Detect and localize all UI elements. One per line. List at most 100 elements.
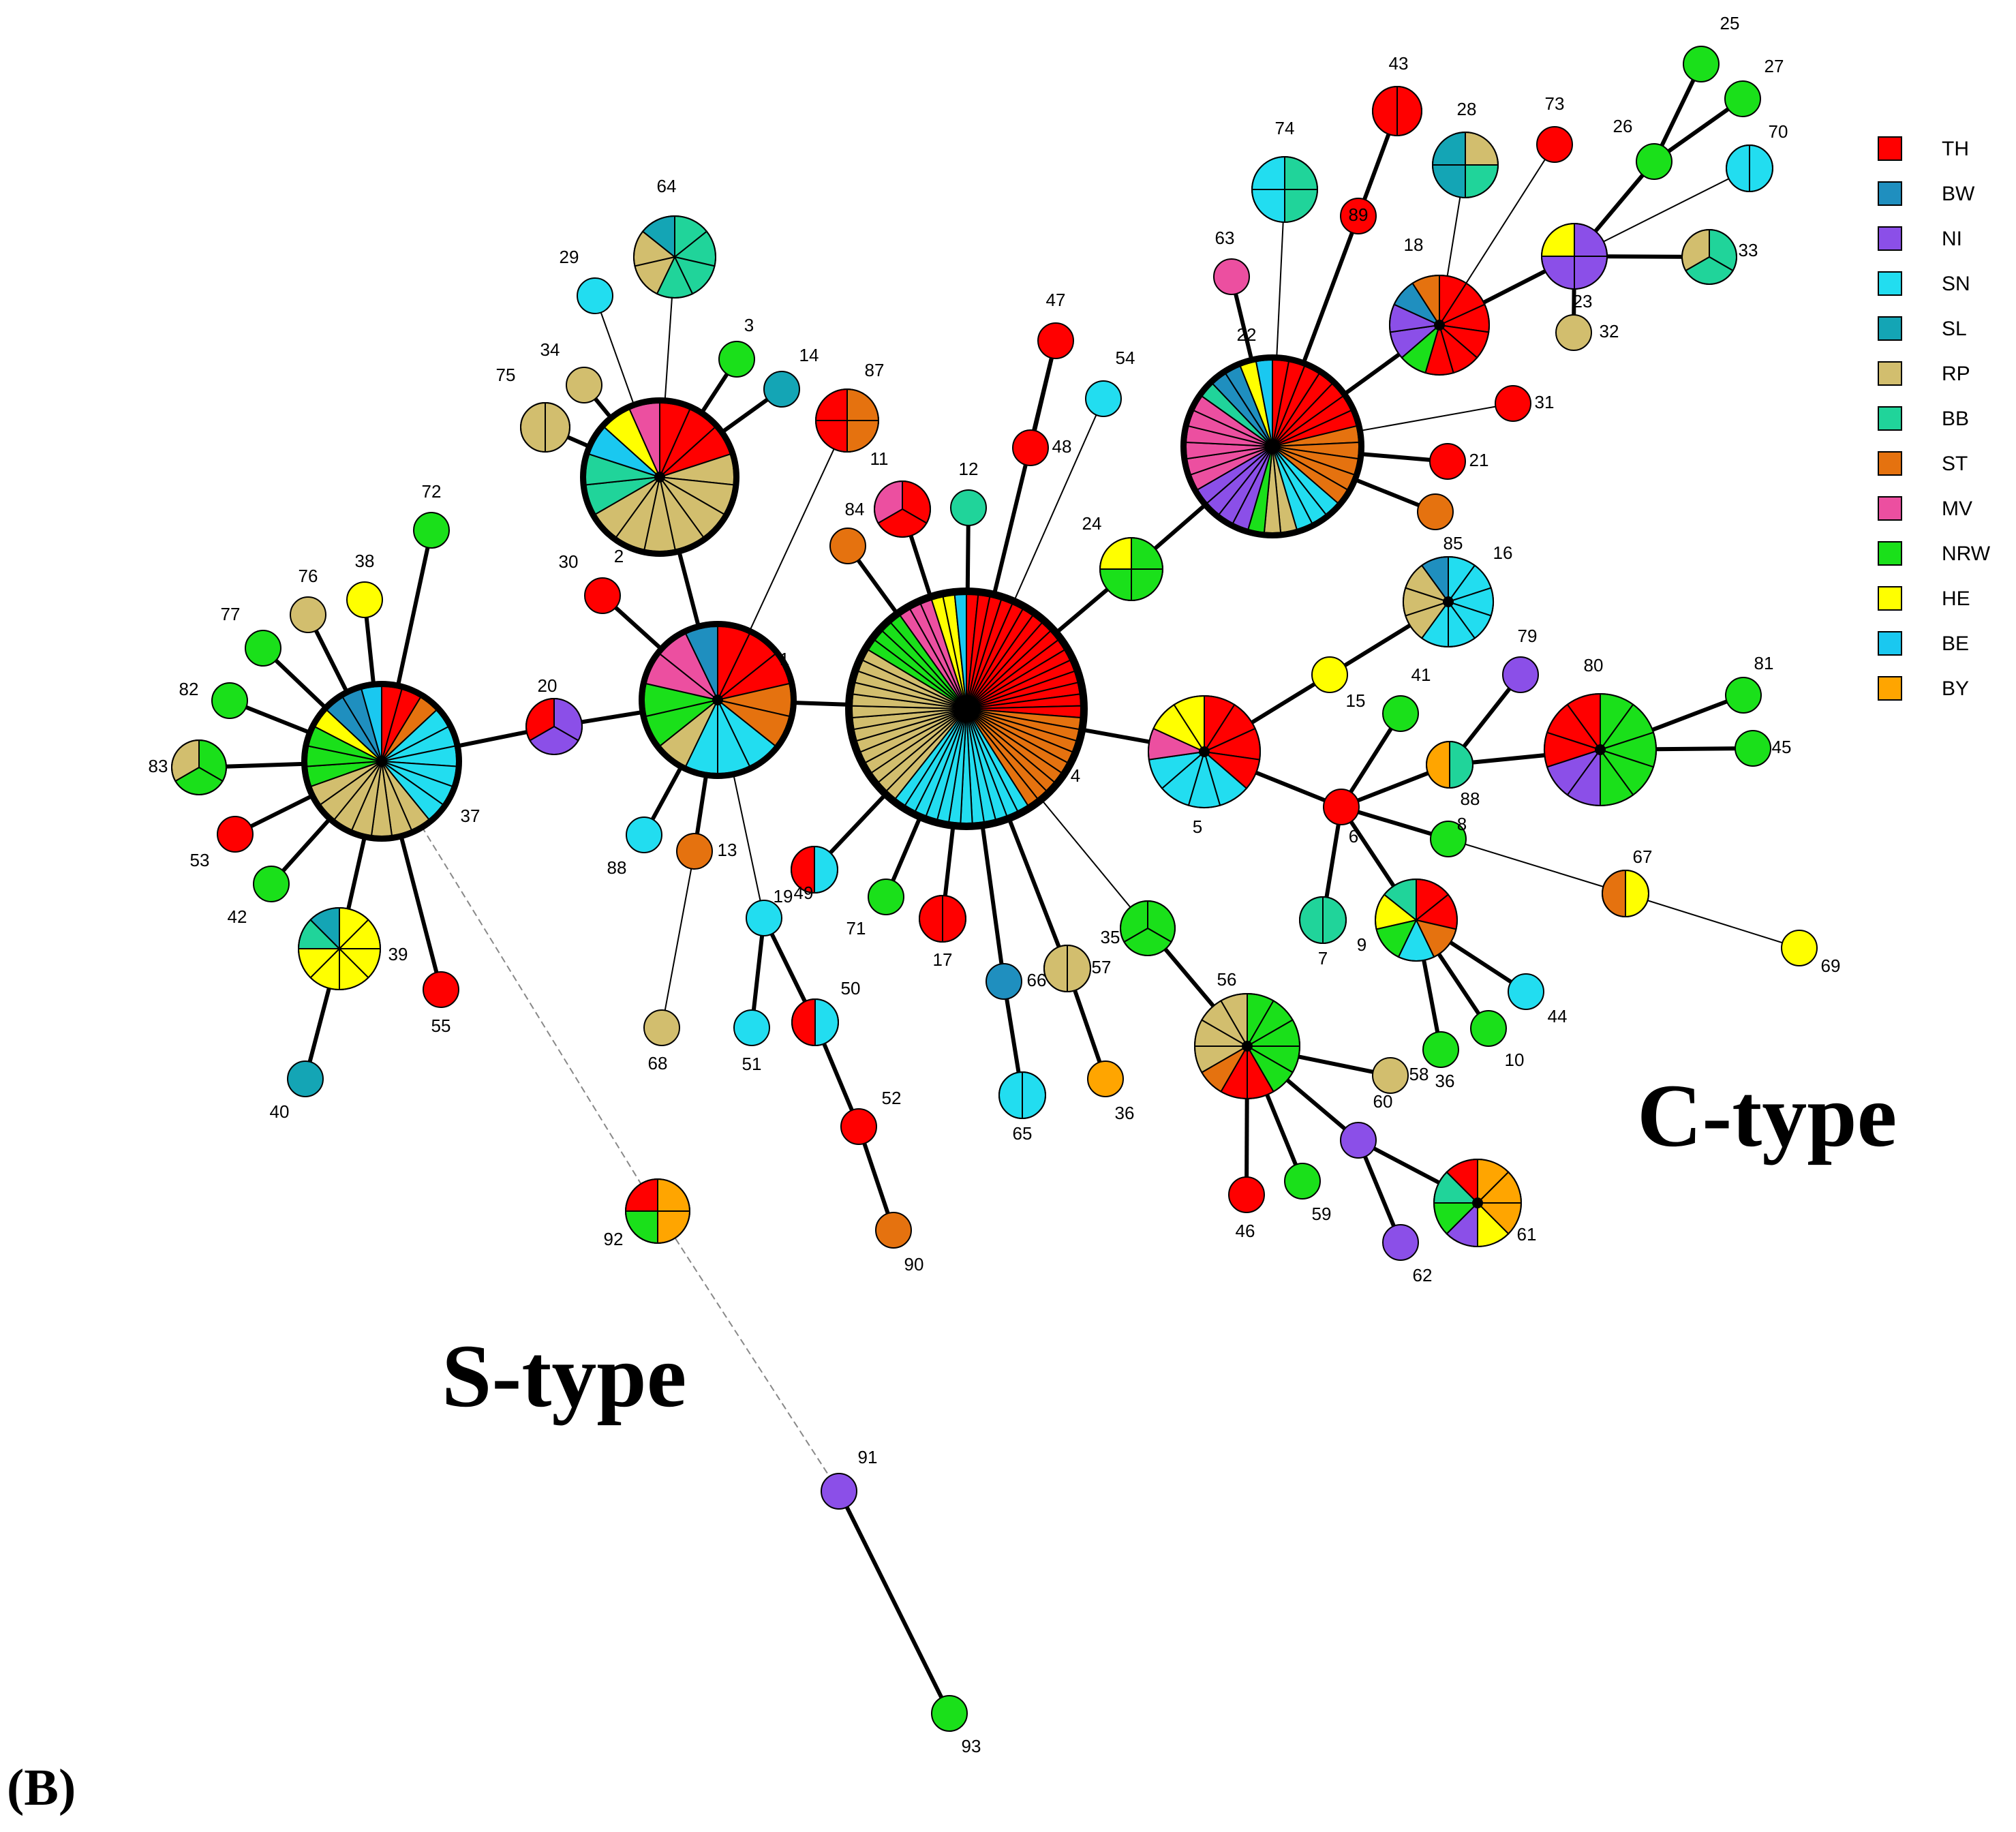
node-label: 23: [1573, 291, 1593, 311]
node-slice-sn: [626, 816, 662, 853]
node-label: 83: [149, 756, 168, 776]
legend-label: RP: [1942, 363, 1970, 385]
legend-label: BW: [1942, 183, 1975, 205]
node-slice-sl: [763, 371, 800, 408]
haplotype-node-33: 33: [1681, 228, 1758, 285]
haplotype-node-60: 60: [1340, 1091, 1392, 1159]
haplotype-node-62: 62: [1382, 1224, 1432, 1285]
haplotype-node-4: 4: [845, 587, 1088, 830]
haplotype-node-88: 88: [1426, 740, 1480, 809]
node-slice-th: [1323, 789, 1360, 825]
node-label: 53: [190, 850, 210, 870]
haplotype-node-6: 6: [1323, 789, 1360, 846]
node-slice-th: [1037, 322, 1074, 359]
node-slice-rp: [1043, 944, 1068, 993]
node-label: 88: [1461, 789, 1480, 809]
legend-swatch: [1878, 136, 1902, 161]
node-label: 89: [1349, 204, 1369, 225]
haplotype-node-1: 1: [639, 621, 797, 779]
node-slice-th: [1536, 126, 1573, 163]
haplotype-node-17: 17: [919, 894, 966, 970]
haplotype-node-69: 69: [1781, 930, 1840, 976]
node-label: 5: [1193, 816, 1202, 837]
node-label: 22: [1237, 324, 1257, 345]
legend-item-mv: MV: [1878, 496, 2007, 530]
legend-item-he: HE: [1878, 586, 2007, 620]
node-slice-ni: [1382, 1224, 1419, 1261]
node-label: 73: [1545, 93, 1565, 114]
node-slice-bb: [950, 489, 987, 526]
edge-92-91: [657, 1210, 840, 1492]
node-hub: [1242, 1041, 1253, 1052]
node-slice-nrw: [1735, 730, 1771, 767]
node-outline: [1726, 144, 1773, 192]
node-hub: [712, 694, 723, 705]
haplotype-node-48: 48: [1012, 429, 1071, 466]
node-slice-nrw: [1725, 677, 1762, 714]
node-label: 85: [1444, 533, 1463, 553]
haplotype-node-15: 15: [1311, 656, 1365, 711]
haplotype-node-25: 25: [1683, 13, 1739, 82]
node-label: 38: [355, 551, 375, 571]
node-outline: [919, 895, 966, 943]
node-slice-sn: [746, 900, 782, 936]
node-label: 58: [1409, 1064, 1429, 1084]
node-label: 82: [179, 679, 199, 699]
node-outline: [1299, 896, 1347, 944]
node-outline: [633, 215, 716, 299]
node-outline: [1043, 945, 1091, 992]
node-label: 70: [1769, 121, 1788, 142]
node-outline: [1372, 86, 1422, 136]
node-slice-sn: [1022, 1071, 1046, 1120]
node-slice-nrw: [253, 866, 290, 902]
node-slice-nrw: [718, 341, 755, 378]
edge-37-92: [381, 761, 658, 1212]
node-label: 25: [1720, 13, 1740, 33]
haplotype-node-50: 50: [791, 978, 861, 1047]
node-label: 33: [1739, 240, 1758, 260]
legend-label: MV: [1942, 498, 1972, 520]
node-label: 42: [228, 906, 247, 927]
node-slice-he: [1311, 656, 1348, 693]
node-label: 1: [780, 649, 789, 669]
node-label: 36: [1115, 1103, 1135, 1123]
node-outline: [520, 402, 570, 453]
haplotype-node-19: 19: [746, 886, 793, 936]
haplotype-node-55: 55: [423, 971, 459, 1036]
node-label: 4: [1071, 765, 1080, 786]
network-nodes: 4123722556801816961643923287424879211208…: [149, 13, 1841, 1756]
node-outline: [791, 998, 839, 1046]
node-slice-th: [1228, 1176, 1265, 1213]
haplotype-node-37: 37: [301, 681, 480, 842]
legend-label: SN: [1942, 273, 1970, 295]
node-label: 41: [1411, 665, 1431, 685]
node-outline: [1120, 900, 1176, 956]
legend-label: TH: [1942, 138, 1969, 160]
edge-60-62: [1356, 1139, 1403, 1244]
haplotype-node-44: 44: [1508, 973, 1567, 1026]
node-outline: [874, 480, 931, 538]
legend-label: NI: [1942, 228, 1962, 250]
legend-swatch: [1878, 586, 1902, 611]
node-outline: [1433, 1159, 1522, 1247]
haplotype-node-27: 27: [1724, 56, 1784, 117]
node-slice-he: [346, 581, 383, 618]
haplotype-node-34: 34: [540, 339, 602, 403]
node-label: 47: [1046, 290, 1066, 310]
node-label: 50: [841, 978, 861, 998]
haplotype-node-56: 56: [1193, 969, 1301, 1100]
haplotype-node-65: 65: [998, 1071, 1046, 1144]
node-slice-sn: [1749, 144, 1773, 193]
node-label: 36: [1435, 1071, 1455, 1091]
haplotype-node-40: 40: [270, 1060, 324, 1122]
node-label: 24: [1082, 513, 1102, 534]
node-label: 51: [742, 1054, 762, 1074]
haplotype-node-53: 53: [190, 816, 254, 870]
haplotype-node-29: 29: [560, 247, 613, 314]
legend-item-by: BY: [1878, 676, 2007, 710]
node-label: 67: [1633, 846, 1653, 867]
node-outline: [1432, 132, 1499, 198]
node-slice-st: [1602, 869, 1626, 918]
node-label: 90: [904, 1254, 924, 1274]
